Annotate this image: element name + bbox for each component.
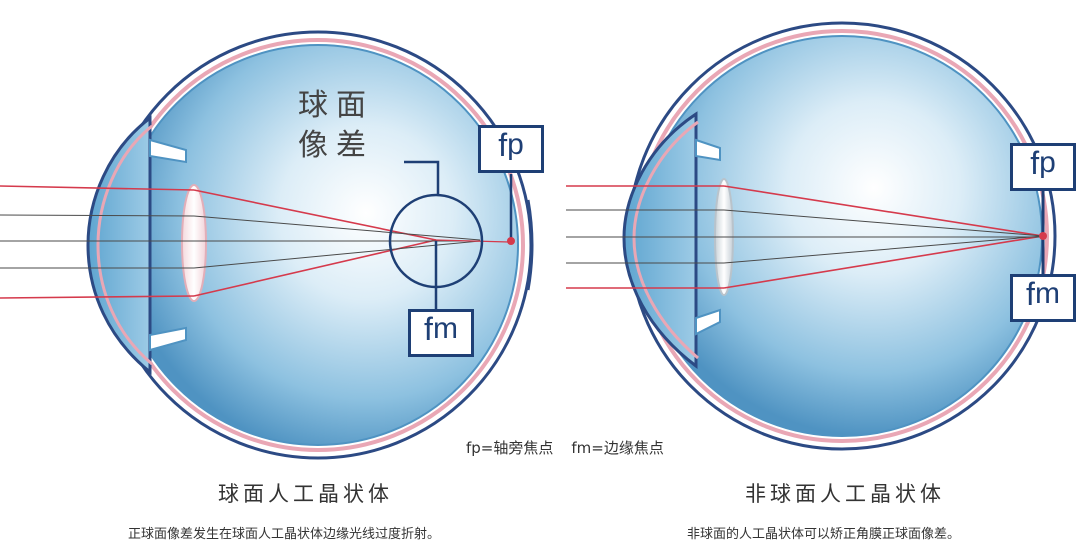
left-cornea [86,114,152,376]
left-caption-description: 正球面像差发生在球面人工晶状体边缘光线过度折射。 [128,527,441,542]
right-fp-main: f [1030,144,1040,181]
left-iris-top [149,138,187,164]
right-fm-main: f [1026,275,1035,312]
right-eyeball [641,35,1043,437]
left-rays [0,185,511,299]
left-fp-main: f [498,126,508,163]
right-caption-description: 非球面的人工晶状体可以矫正角膜正球面像差。 [687,527,961,542]
right-iris-top [695,138,721,162]
legend-fm: fm=边缘焦点 [571,439,664,457]
legend-fp: fp=轴旁焦点 [466,439,554,457]
right-eye [566,21,1057,451]
right-iris-bottom [695,308,721,336]
left-fm-main: f [424,310,433,347]
right-focus-point [1039,232,1047,240]
focus-legend: fp=轴旁焦点 fm=边缘焦点 [466,437,664,458]
left-ray-marginal-bottom [0,295,195,299]
left-label-leader [404,160,440,195]
left-fp-point [507,237,515,245]
right-cornea [622,111,698,370]
left-ray-paraxial-1 [0,214,195,217]
right-caption-title: 非球面人工晶状体 [745,482,945,506]
left-caption-title: 球面人工晶状体 [218,482,393,506]
left-ray-marginal-top [0,185,195,191]
left-iris-bottom [149,326,187,352]
right-rays [566,185,1044,289]
left-lens [181,184,207,302]
left-eye [0,30,534,460]
spherical-aberration-label: 球面 像差 [298,88,374,163]
